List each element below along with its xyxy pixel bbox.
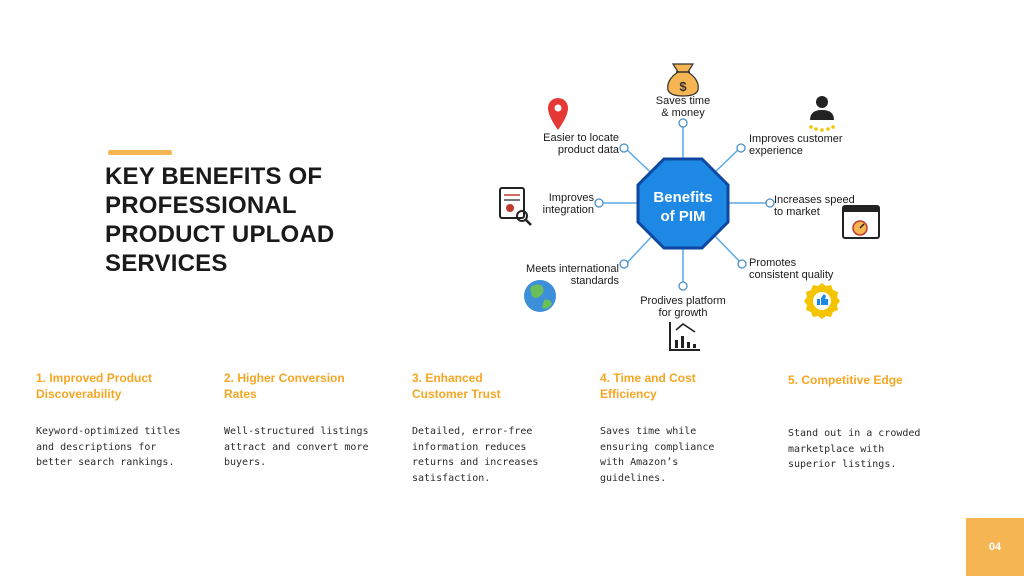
benefit-heading-line: 3. Enhanced (412, 371, 483, 385)
svg-text:$: $ (679, 79, 687, 94)
benefit-heading-line: Efficiency (600, 387, 657, 401)
benefit-heading: 5. Competitive Edge (788, 370, 958, 406)
benefit-desc-line: and descriptions for (36, 441, 157, 453)
center-label-line: of PIM (661, 208, 706, 225)
benefit-heading: 1. Improved Product Discoverability (36, 370, 206, 404)
node-label-consistent-quality: consistent quality (749, 269, 834, 281)
location-pin-icon (548, 98, 568, 130)
benefit-desc-line: satisfaction. (412, 472, 491, 484)
benefit-desc-line: attract and convert more (224, 441, 369, 453)
node-label-saves-time: Saves time (656, 95, 710, 107)
benefit-heading-line: 2. Higher Conversion (224, 371, 345, 385)
document-search-icon (499, 187, 532, 226)
benefit-desc-line: information reduces (412, 441, 527, 453)
benefit-heading-line: Discoverability (36, 387, 122, 401)
node-label-customer-experience: experience (749, 145, 803, 157)
benefit-desc-line: better search rankings. (36, 457, 175, 468)
title-accent-bar (108, 150, 172, 155)
benefit-desc-line: ensuring compliance (600, 441, 715, 453)
center-label-line: Benefits (653, 189, 712, 206)
money-bag-icon: $ (667, 63, 699, 97)
quality-badge-icon (804, 283, 840, 319)
title-line: KEY BENEFITS OF (105, 163, 323, 190)
benefit-column-1: 1. Improved Product Discoverability Keyw… (36, 370, 206, 471)
node-label-international-standards: Meets international (526, 263, 619, 275)
benefit-desc-line: Saves time while (600, 426, 697, 437)
title-line: SERVICES (105, 250, 228, 277)
benefit-desc-line: with Amazon’s (600, 457, 679, 468)
node-label-international-standards: standards (571, 275, 620, 287)
benefit-description: Keyword-optimized titles and description… (36, 424, 206, 471)
growth-chart-icon (669, 322, 700, 351)
benefit-description: Saves time while ensuring compliance wit… (600, 424, 770, 486)
benefit-desc-line: Stand out in a crowded (788, 428, 921, 439)
benefit-heading: 3. Enhanced Customer Trust (412, 370, 582, 404)
benefit-description: Stand out in a crowded marketplace with … (788, 426, 958, 473)
title-line: PRODUCT UPLOAD (105, 221, 335, 248)
node-label-locate-data: Easier to locate (543, 132, 619, 144)
node-label-platform-growth: Prodives platform (640, 295, 726, 307)
benefit-heading: 2. Higher Conversion Rates (224, 370, 394, 404)
benefit-column-3: 3. Enhanced Customer Trust Detailed, err… (412, 370, 582, 486)
benefit-desc-line: Well-structured listings (224, 426, 369, 437)
benefit-desc-line: superior listings. (788, 459, 897, 470)
benefit-desc-line: Keyword-optimized titles (36, 426, 181, 437)
node-label-saves-time: & money (661, 107, 705, 119)
benefit-heading-line: 5. Competitive Edge (788, 373, 903, 387)
pim-benefits-diagram: Benefits of PIM Saves time & money Impro… (499, 63, 880, 351)
title-line: PROFESSIONAL (105, 192, 297, 219)
benefit-heading-line: 1. Improved Product (36, 371, 153, 385)
benefit-description: Well-structured listings attract and con… (224, 424, 394, 471)
node-label-customer-experience: Improves customer (749, 133, 843, 145)
node-label-consistent-quality: Promotes (749, 257, 797, 269)
node-label-speed-to-market: Increases speed (774, 194, 855, 206)
benefit-description: Detailed, error-free information reduces… (412, 424, 582, 486)
node-label-locate-data: product data (558, 144, 620, 156)
pim-center-octagon (636, 157, 730, 250)
benefit-desc-line: buyers. (224, 457, 267, 468)
browser-speed-icon (842, 205, 880, 239)
node-label-platform-growth: for growth (659, 307, 708, 319)
benefit-heading-line: 4. Time and Cost (600, 371, 696, 385)
benefit-heading-line: Rates (224, 387, 257, 401)
node-label-speed-to-market: to market (774, 206, 820, 218)
node-label-integration: integration (543, 204, 594, 216)
benefit-column-4: 4. Time and Cost Efficiency Saves time w… (600, 370, 770, 486)
benefit-desc-line: guidelines. (600, 472, 667, 484)
benefit-column-5: 5. Competitive Edge Stand out in a crowd… (788, 370, 958, 473)
benefit-desc-line: marketplace with (788, 443, 885, 455)
customer-icon (809, 96, 835, 132)
page-number-box: 04 (966, 518, 1024, 576)
benefit-desc-line: Detailed, error-free (412, 426, 533, 437)
benefit-column-2: 2. Higher Conversion Rates Well-structur… (224, 370, 394, 471)
node-label-integration: Improves (549, 192, 595, 204)
benefit-heading-line: Customer Trust (412, 387, 501, 401)
page-number: 04 (988, 541, 1002, 553)
slide-title: KEY BENEFITS OF PROFESSIONAL PRODUCT UPL… (105, 162, 334, 278)
benefit-heading: 4. Time and Cost Efficiency (600, 370, 770, 404)
globe-icon (524, 280, 556, 312)
benefit-desc-line: returns and increases (412, 457, 539, 468)
